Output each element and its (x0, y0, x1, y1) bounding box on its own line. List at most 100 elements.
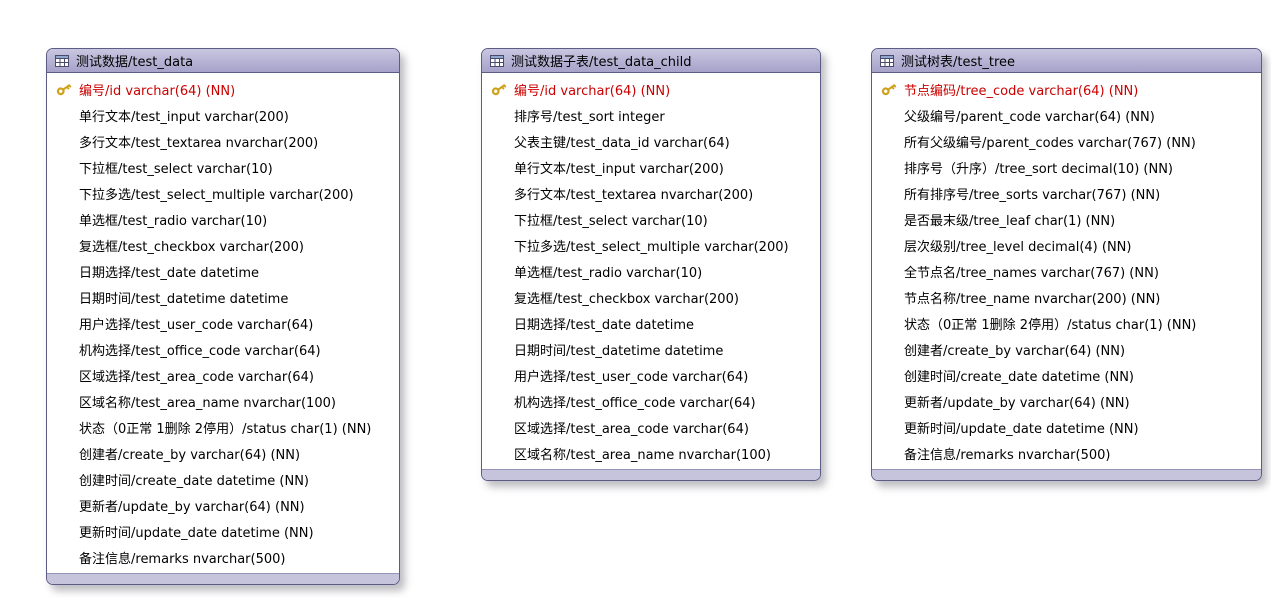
field-row[interactable]: 区域选择/test_area_code varchar(64) (47, 362, 399, 388)
field-label: 备注信息/remarks nvarchar(500) (904, 447, 1111, 463)
field-row[interactable]: 用户选择/test_user_code varchar(64) (47, 310, 399, 336)
key-icon (490, 367, 514, 383)
table-header[interactable]: 测试树表/test_tree (872, 49, 1261, 73)
key-icon (490, 393, 514, 409)
key-icon (55, 315, 79, 331)
field-row[interactable]: 用户选择/test_user_code varchar(64) (482, 362, 820, 388)
key-icon (55, 81, 79, 97)
table-title: 测试数据子表/test_data_child (511, 55, 692, 70)
field-row[interactable]: 创建时间/create_date datetime (NN) (872, 362, 1261, 388)
field-row[interactable]: 日期选择/test_date datetime (482, 310, 820, 336)
table-icon (55, 54, 69, 67)
field-label: 单行文本/test_input varchar(200) (514, 161, 724, 177)
field-row[interactable]: 区域名称/test_area_name nvarchar(100) (482, 440, 820, 466)
field-row[interactable]: 排序号（升序）/tree_sort decimal(10) (NN) (872, 154, 1261, 180)
key-icon (55, 471, 79, 487)
key-icon (55, 133, 79, 149)
key-icon (490, 315, 514, 331)
key-icon (55, 367, 79, 383)
field-row[interactable]: 下拉多选/test_select_multiple varchar(200) (47, 180, 399, 206)
key-icon (55, 393, 79, 409)
field-row[interactable]: 单选框/test_radio varchar(10) (482, 258, 820, 284)
field-label: 所有父级编号/parent_codes varchar(767) (NN) (904, 135, 1196, 151)
field-row[interactable]: 下拉框/test_select varchar(10) (47, 154, 399, 180)
table-card-test_data[interactable]: 测试数据/test_data 编号/id varchar(64) (NN) (46, 48, 400, 585)
key-icon (55, 107, 79, 123)
field-row[interactable]: 单选框/test_radio varchar(10) (47, 206, 399, 232)
key-icon (55, 419, 79, 435)
key-icon (490, 263, 514, 279)
key-icon (880, 185, 904, 201)
key-icon (880, 81, 904, 97)
field-label: 下拉框/test_select varchar(10) (79, 161, 273, 177)
field-row[interactable]: 机构选择/test_office_code varchar(64) (47, 336, 399, 362)
field-row[interactable]: 备注信息/remarks nvarchar(500) (47, 544, 399, 570)
field-row[interactable]: 编号/id varchar(64) (NN) (482, 76, 820, 102)
table-card-test_tree[interactable]: 测试树表/test_tree 节点编码/tree_code varchar(64… (871, 48, 1262, 481)
field-label: 创建时间/create_date datetime (NN) (79, 473, 310, 489)
field-row[interactable]: 多行文本/test_textarea nvarchar(200) (482, 180, 820, 206)
field-row[interactable]: 下拉框/test_select varchar(10) (482, 206, 820, 232)
table-header[interactable]: 测试数据/test_data (47, 49, 399, 73)
key-icon (880, 133, 904, 149)
field-row[interactable]: 父级编号/parent_code varchar(64) (NN) (872, 102, 1261, 128)
field-label: 父级编号/parent_code varchar(64) (NN) (904, 109, 1155, 125)
field-row[interactable]: 创建者/create_by varchar(64) (NN) (872, 336, 1261, 362)
field-row[interactable]: 是否最末级/tree_leaf char(1) (NN) (872, 206, 1261, 232)
field-label: 所有排序号/tree_sorts varchar(767) (NN) (904, 187, 1161, 203)
key-icon (490, 289, 514, 305)
field-row[interactable]: 状态（0正常 1删除 2停用）/status char(1) (NN) (47, 414, 399, 440)
key-icon (880, 211, 904, 227)
field-row[interactable]: 节点名称/tree_name nvarchar(200) (NN) (872, 284, 1261, 310)
key-icon (880, 393, 904, 409)
key-icon (490, 133, 514, 149)
field-row[interactable]: 更新时间/update_date datetime (NN) (47, 518, 399, 544)
table-header[interactable]: 测试数据子表/test_data_child (482, 49, 820, 73)
field-row[interactable]: 机构选择/test_office_code varchar(64) (482, 388, 820, 414)
field-label: 状态（0正常 1删除 2停用）/status char(1) (NN) (904, 317, 1197, 333)
key-icon (490, 211, 514, 227)
field-row[interactable]: 备注信息/remarks nvarchar(500) (872, 440, 1261, 466)
field-row[interactable]: 节点编码/tree_code varchar(64) (NN) (872, 76, 1261, 102)
field-row[interactable]: 状态（0正常 1删除 2停用）/status char(1) (NN) (872, 310, 1261, 336)
field-row[interactable]: 日期时间/test_datetime datetime (482, 336, 820, 362)
table-icon (880, 54, 894, 67)
field-label: 下拉多选/test_select_multiple varchar(200) (514, 239, 789, 255)
field-row[interactable]: 层次级别/tree_level decimal(4) (NN) (872, 232, 1261, 258)
field-row[interactable]: 创建时间/create_date datetime (NN) (47, 466, 399, 492)
key-icon (880, 263, 904, 279)
field-label: 区域名称/test_area_name nvarchar(100) (79, 395, 336, 411)
key-icon (880, 315, 904, 331)
field-label: 排序号（升序）/tree_sort decimal(10) (NN) (904, 161, 1173, 177)
field-label: 编号/id varchar(64) (NN) (514, 83, 671, 99)
field-row[interactable]: 全节点名/tree_names varchar(767) (NN) (872, 258, 1261, 284)
key-icon (55, 263, 79, 279)
field-label: 用户选择/test_user_code varchar(64) (514, 369, 749, 385)
table-footer (482, 469, 820, 480)
table-card-test_data_child[interactable]: 测试数据子表/test_data_child 编号/id varchar(64)… (481, 48, 821, 481)
field-row[interactable]: 下拉多选/test_select_multiple varchar(200) (482, 232, 820, 258)
field-row[interactable]: 单行文本/test_input varchar(200) (482, 154, 820, 180)
field-row[interactable]: 日期时间/test_datetime datetime (47, 284, 399, 310)
field-row[interactable]: 区域选择/test_area_code varchar(64) (482, 414, 820, 440)
field-row[interactable]: 更新者/update_by varchar(64) (NN) (47, 492, 399, 518)
field-row[interactable]: 复选框/test_checkbox varchar(200) (47, 232, 399, 258)
field-row[interactable]: 所有父级编号/parent_codes varchar(767) (NN) (872, 128, 1261, 154)
field-row[interactable]: 父表主键/test_data_id varchar(64) (482, 128, 820, 154)
field-label: 更新者/update_by varchar(64) (NN) (904, 395, 1130, 411)
field-label: 更新时间/update_date datetime (NN) (79, 525, 314, 541)
field-label: 全节点名/tree_names varchar(767) (NN) (904, 265, 1159, 281)
field-row[interactable]: 编号/id varchar(64) (NN) (47, 76, 399, 102)
field-row[interactable]: 更新者/update_by varchar(64) (NN) (872, 388, 1261, 414)
field-row[interactable]: 创建者/create_by varchar(64) (NN) (47, 440, 399, 466)
table-body: 编号/id varchar(64) (NN) 排序号/test_sort int… (482, 73, 820, 469)
field-row[interactable]: 单行文本/test_input varchar(200) (47, 102, 399, 128)
field-row[interactable]: 更新时间/update_date datetime (NN) (872, 414, 1261, 440)
field-row[interactable]: 复选框/test_checkbox varchar(200) (482, 284, 820, 310)
field-row[interactable]: 日期选择/test_date datetime (47, 258, 399, 284)
field-row[interactable]: 所有排序号/tree_sorts varchar(767) (NN) (872, 180, 1261, 206)
field-row[interactable]: 排序号/test_sort integer (482, 102, 820, 128)
field-row[interactable]: 多行文本/test_textarea nvarchar(200) (47, 128, 399, 154)
key-icon (55, 211, 79, 227)
field-row[interactable]: 区域名称/test_area_name nvarchar(100) (47, 388, 399, 414)
